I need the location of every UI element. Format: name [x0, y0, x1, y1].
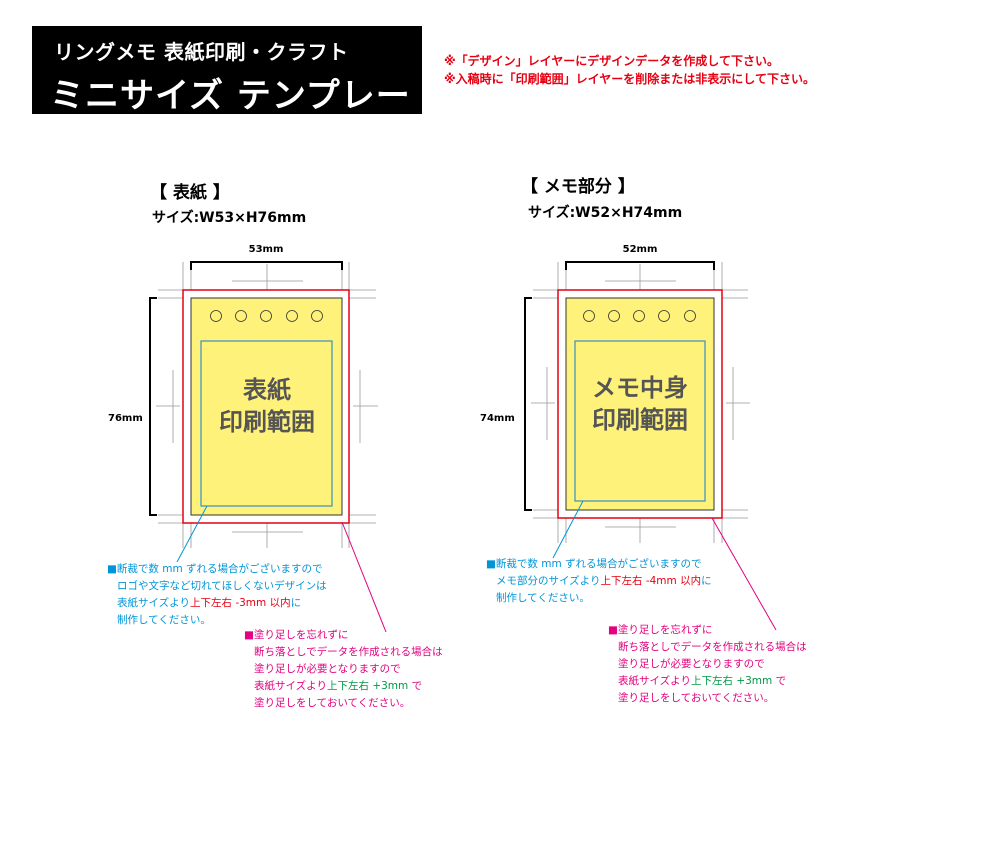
svg-text:■塗り足しを忘れずに: ■塗り足しを忘れずに — [608, 623, 712, 636]
height-label: 76mm — [108, 413, 143, 424]
width-label: 52mm — [623, 244, 658, 255]
safe-leader — [552, 500, 584, 559]
safe-note: ■断裁で数 mm ずれる場合がございますので メモ部分のサイズより上下左右 -4… — [486, 557, 712, 604]
memo-heading: 【 メモ部分 】 — [521, 176, 635, 197]
svg-text:表紙サイズより上下左右 -3mm 以内に: 表紙サイズより上下左右 -3mm 以内に — [117, 596, 301, 609]
svg-text:塗り足しをしておいてください。: 塗り足しをしておいてください。 — [254, 696, 410, 709]
bleed-leader — [341, 521, 387, 633]
width-label: 53mm — [249, 244, 284, 255]
area-label-1: 表紙 — [243, 376, 291, 404]
svg-text:■断裁で数 mm ずれる場合がございますので: ■断裁で数 mm ずれる場合がございますので — [486, 557, 702, 570]
bleed-note: ■塗り足しを忘れずに 断ち落としでデータを作成される場合は 塗り足しが必要となり… — [608, 623, 807, 704]
memo-template: 【 メモ部分 】 サイズ:W52×H74mm 52mm 74mm メモ中身 印刷… — [480, 176, 807, 704]
instructions: ※「デザイン」レイヤーにデザインデータを作成して下さい。 ※入稿時に「印刷範囲」… — [444, 52, 815, 88]
safe-area — [574, 340, 706, 502]
height-dimension — [524, 297, 532, 511]
svg-text:ロゴや文字など切れてほしくないデザインは: ロゴや文字など切れてほしくないデザインは — [117, 579, 327, 592]
cover-template: 【 表紙 】 サイズ:W53×H76mm 53mm 76mm 表紙 印刷範囲 — [107, 182, 443, 709]
area-label-1: メモ中身 — [592, 374, 688, 402]
safe-leader — [176, 505, 208, 563]
cover-size: サイズ:W53×H76mm — [152, 209, 306, 226]
cover-heading: 【 表紙 】 — [150, 182, 230, 203]
banner-subtitle: リングメモ 表紙印刷・クラフト — [54, 40, 349, 64]
bleed-note: ■塗り足しを忘れずに 断ち落としでデータを作成される場合は 塗り足しが必要となり… — [244, 628, 443, 709]
area-label-2: 印刷範囲 — [219, 408, 315, 436]
svg-text:制作してください。: 制作してください。 — [496, 591, 590, 604]
memo-size: サイズ:W52×H74mm — [528, 204, 682, 221]
width-dimension — [565, 261, 715, 270]
svg-text:■断裁で数 mm ずれる場合がございますので: ■断裁で数 mm ずれる場合がございますので — [107, 562, 323, 575]
bleed-leader — [711, 517, 777, 631]
ring-holes — [583, 310, 696, 322]
svg-text:断ち落としでデータを作成される場合は: 断ち落としでデータを作成される場合は — [254, 645, 443, 658]
banner-title: ミニサイズ テンプレート — [50, 76, 411, 165]
svg-text:■塗り足しを忘れずに: ■塗り足しを忘れずに — [244, 628, 348, 641]
svg-text:表紙サイズより上下左右 +3mm で: 表紙サイズより上下左右 +3mm で — [254, 679, 422, 692]
height-label: 74mm — [480, 413, 515, 424]
safe-area — [200, 340, 333, 507]
svg-text:断ち落としでデータを作成される場合は: 断ち落としでデータを作成される場合は — [618, 640, 807, 653]
trim-area — [190, 297, 343, 516]
width-dimension — [190, 261, 343, 270]
crop-marks — [531, 262, 750, 543]
instruction-1: ※「デザイン」レイヤーにデザインデータを作成して下さい。 — [444, 54, 779, 68]
instruction-2: ※入稿時に「印刷範囲」レイヤーを削除または非表示にして下さい。 — [444, 72, 815, 86]
title-banner: リングメモ 表紙印刷・クラフト ミニサイズ テンプレート — [32, 26, 422, 165]
safe-note: ■断裁で数 mm ずれる場合がございますので ロゴや文字など切れてほしくないデザ… — [107, 562, 327, 626]
svg-text:メモ部分のサイズより上下左右 -4mm 以内に: メモ部分のサイズより上下左右 -4mm 以内に — [496, 574, 712, 587]
trim-area — [565, 297, 715, 511]
svg-text:制作してください。: 制作してください。 — [117, 613, 211, 626]
svg-text:塗り足しが必要となりますので: 塗り足しが必要となりますので — [618, 657, 765, 670]
svg-text:表紙サイズより上下左右 +3mm で: 表紙サイズより上下左右 +3mm で — [618, 674, 786, 687]
area-label-2: 印刷範囲 — [592, 406, 688, 434]
ring-holes — [210, 310, 323, 322]
height-dimension — [149, 297, 157, 516]
svg-text:塗り足しをしておいてください。: 塗り足しをしておいてください。 — [618, 691, 774, 704]
svg-text:塗り足しが必要となりますので: 塗り足しが必要となりますので — [254, 662, 401, 675]
